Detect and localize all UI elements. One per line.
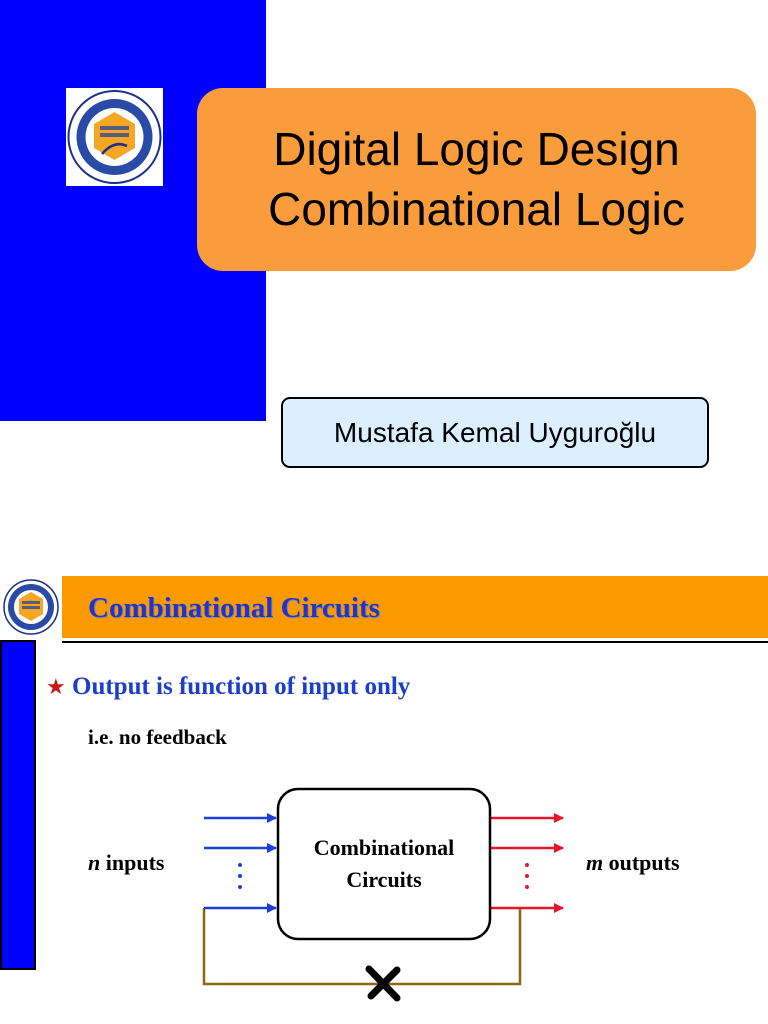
title-line-2: Combinational Logic — [268, 182, 685, 235]
input-ellipsis-dots — [238, 863, 242, 889]
cross-icon — [365, 965, 401, 1002]
outputs-variable: m — [586, 850, 603, 875]
combinational-circuit-diagram: Combinational Circuits n inputs m output… — [88, 787, 680, 1002]
box-label-line-1: Combinational — [314, 835, 455, 860]
inputs-variable: n — [88, 850, 100, 875]
inputs-text: inputs — [100, 850, 165, 875]
university-logo-small-icon — [3, 579, 59, 635]
sub-bullet-text: i.e. no feedback — [88, 725, 227, 749]
university-logo-icon — [67, 90, 162, 184]
content-slide: Combinational Circuits ★ Output is funct… — [0, 572, 768, 1024]
header-bar — [62, 576, 768, 638]
slide-title: Combinational Circuits — [88, 592, 380, 624]
title-slide: Digital Logic Design Combinational Logic… — [0, 0, 756, 468]
university-logo — [66, 88, 163, 186]
star-icon: ★ — [46, 674, 66, 699]
output-ellipsis-dots — [525, 863, 529, 889]
outputs-label: m outputs — [586, 850, 680, 875]
title-box: Digital Logic Design Combinational Logic — [197, 88, 756, 271]
outputs-text: outputs — [603, 850, 680, 875]
blue-side-bar — [0, 640, 36, 970]
author-box: Mustafa Kemal Uyguroğlu — [281, 397, 709, 468]
university-logo-small — [1, 578, 61, 636]
box-label-line-2: Circuits — [346, 867, 422, 892]
feedback-loop-line — [202, 908, 522, 986]
bullet-text: Output is function of input only — [72, 673, 411, 700]
combinational-box — [276, 787, 492, 941]
header-rule — [62, 641, 768, 643]
inputs-label: n inputs — [88, 850, 165, 875]
title-line-1: Digital Logic Design — [273, 122, 680, 175]
